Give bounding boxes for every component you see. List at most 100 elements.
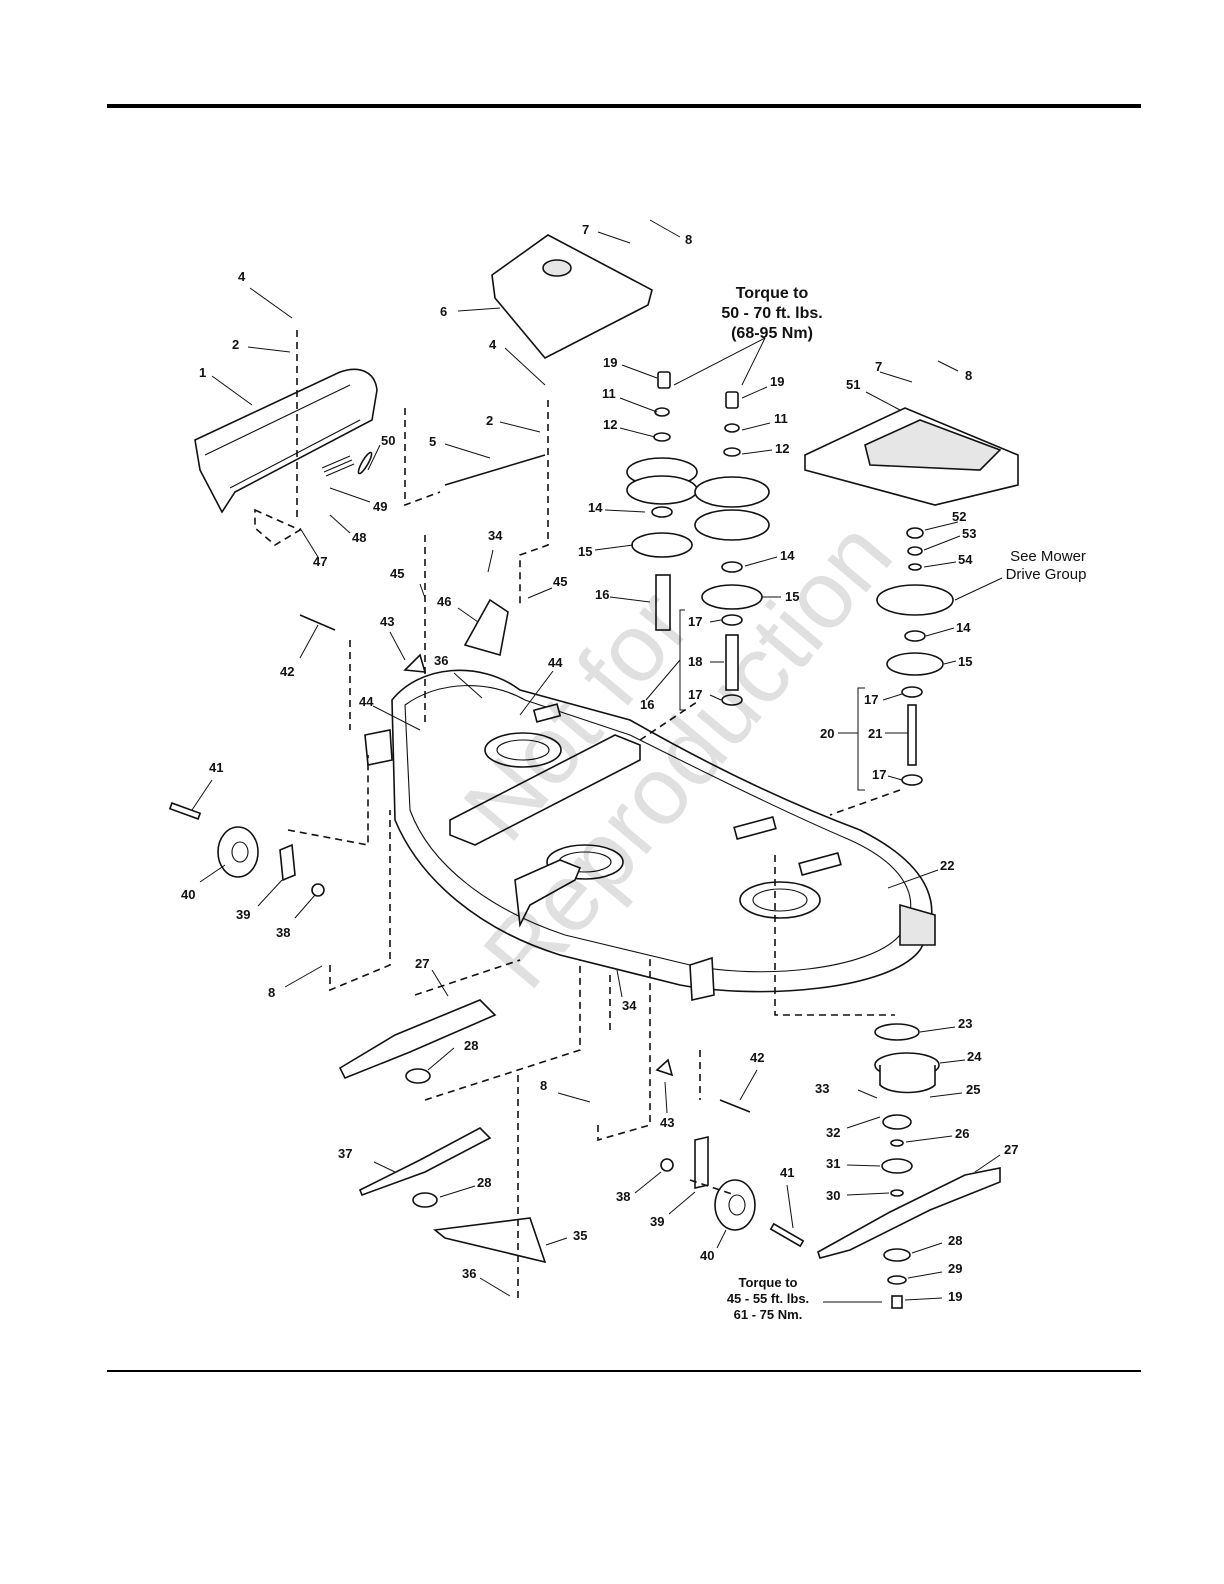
callout: 14	[588, 500, 603, 515]
callout: 53	[962, 526, 976, 541]
callout: 33	[815, 1081, 829, 1096]
callout: 41	[780, 1165, 794, 1180]
callout: 44	[548, 655, 563, 670]
torque-lower-line3: 61 - 75 Nm.	[734, 1307, 803, 1322]
callout: 15	[958, 654, 972, 669]
callout: 7	[582, 222, 589, 237]
blade-adapter-left	[405, 1068, 431, 1084]
callout: 2	[232, 337, 239, 352]
callout: 2	[486, 413, 493, 428]
callout: 12	[775, 441, 789, 456]
torque-note-upper: Torque to 50 - 70 ft. lbs. (68-95 Nm)	[721, 285, 822, 342]
callout-labels: 4 2 1 6 7 8 4 2 5 50 49 48 47 19 11 12 1…	[181, 222, 1018, 1304]
callout: 47	[313, 554, 327, 569]
torque-upper-line1: Torque to	[736, 285, 809, 302]
callout: 32	[826, 1125, 840, 1140]
callout: 21	[868, 726, 882, 741]
callout: 51	[846, 377, 860, 392]
callout: 30	[826, 1188, 840, 1203]
bracket-20	[857, 687, 865, 791]
callout: 8	[268, 985, 275, 1000]
callout: 29	[948, 1261, 962, 1276]
see-mower-drive-note: See Mower Drive Group	[1006, 548, 1087, 583]
callout: 36	[434, 653, 448, 668]
blade-spindle-assembly-right	[874, 1023, 940, 1309]
rod-5	[444, 454, 546, 486]
callout: 41	[209, 760, 223, 775]
callout: 28	[464, 1038, 478, 1053]
mower-blade-right	[817, 1167, 1001, 1259]
callout: 52	[952, 509, 966, 524]
callout: 8	[965, 368, 972, 383]
callout: 38	[616, 1189, 630, 1204]
callout: 14	[780, 548, 795, 563]
header-rule	[107, 104, 1141, 108]
callout: 44	[359, 694, 374, 709]
callout: 26	[955, 1126, 969, 1141]
callout: 16	[640, 697, 654, 712]
wing-nut-43-right	[655, 1058, 674, 1077]
gauge-wheel-left	[168, 802, 325, 897]
baffle	[433, 1217, 547, 1264]
callout: 34	[622, 998, 637, 1013]
bolt-42-left	[299, 614, 336, 631]
footer-rule	[107, 1370, 1141, 1372]
callout: 4	[489, 337, 497, 352]
callout: 27	[1004, 1142, 1018, 1157]
callout: 20	[820, 726, 834, 741]
callout: 40	[700, 1248, 714, 1263]
deflector	[463, 598, 509, 657]
callout: 7	[875, 359, 882, 374]
callout: 23	[958, 1016, 972, 1031]
callout: 4	[238, 269, 246, 284]
mower-deck-housing	[364, 669, 936, 1001]
torque-lower-line1: Torque to	[739, 1275, 798, 1290]
callout: 42	[750, 1050, 764, 1065]
discharge-chute	[194, 368, 378, 514]
callout: 25	[966, 1082, 980, 1097]
blade-adapter-center	[412, 1192, 438, 1208]
spindle-stack-left	[626, 371, 698, 631]
callout: 8	[685, 232, 692, 247]
callout: 16	[595, 587, 609, 602]
callout: 11	[774, 411, 788, 426]
callout: 40	[181, 887, 195, 902]
callout: 36	[462, 1266, 476, 1281]
callout: 35	[573, 1228, 587, 1243]
callout: 1	[199, 365, 206, 380]
see-mower-line2: Drive Group	[1006, 566, 1087, 583]
callout: 19	[603, 355, 617, 370]
callout: 48	[352, 530, 366, 545]
callout: 15	[578, 544, 592, 559]
callout: 50	[381, 433, 395, 448]
mower-blade-center	[358, 1127, 492, 1197]
mower-blade-left	[338, 999, 497, 1080]
callout: 18	[688, 654, 702, 669]
callout: 12	[603, 417, 617, 432]
callout: 11	[602, 386, 616, 401]
callout: 22	[940, 858, 954, 873]
callout: 17	[864, 692, 878, 707]
callout: 45	[553, 574, 567, 589]
gauge-wheel-right	[660, 1135, 805, 1248]
callout: 19	[770, 374, 784, 389]
callout: 39	[650, 1214, 664, 1229]
torque-upper-line2: 50 - 70 ft. lbs.	[721, 305, 822, 322]
bolt-42-right	[719, 1099, 751, 1113]
belt-cover-right	[804, 407, 1019, 506]
callout: 14	[956, 620, 971, 635]
callout: 39	[236, 907, 250, 922]
callout: 43	[660, 1115, 674, 1130]
torque-lower-line2: 45 - 55 ft. lbs.	[727, 1291, 809, 1306]
callout: 49	[373, 499, 387, 514]
spring-pin	[357, 451, 373, 475]
callout: 24	[967, 1049, 982, 1064]
callout: 17	[688, 687, 702, 702]
wing-nut-43-left	[403, 653, 427, 673]
callout: 8	[540, 1078, 547, 1093]
callout: 28	[948, 1233, 962, 1248]
callout: 37	[338, 1146, 352, 1161]
callout: 38	[276, 925, 290, 940]
